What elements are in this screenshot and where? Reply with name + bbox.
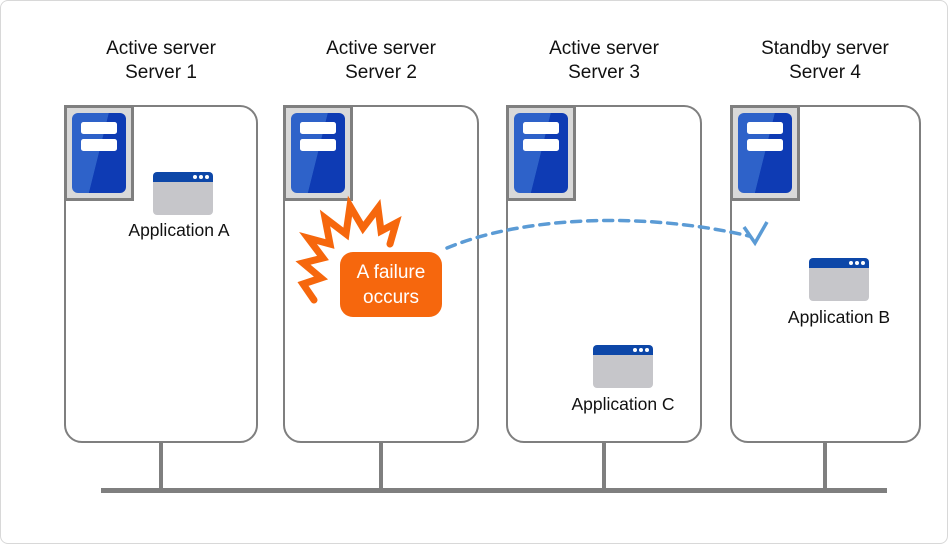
server3-network-connector: [602, 442, 606, 491]
window-dot-icon: [855, 261, 859, 265]
window-dot-icon: [205, 175, 209, 179]
server1-network-connector: [159, 442, 163, 491]
application-window-icon: [809, 258, 869, 301]
network-bus-line: [101, 488, 887, 493]
server1-role-label: Active server: [106, 38, 216, 59]
server3-role-label: Active server: [549, 38, 659, 59]
server4-tower-icon: [730, 105, 800, 201]
tower-slot-bar: [523, 139, 559, 151]
tower-slot-bar: [523, 122, 559, 134]
server4-network-connector: [823, 442, 827, 491]
application-c-label: Application C: [571, 394, 675, 414]
application-b-label: Application B: [787, 307, 891, 327]
server4-role-label: Standby server: [761, 38, 889, 59]
server1-tower-icon: [64, 105, 134, 201]
server-tower-icon: [738, 113, 792, 193]
app-window-titlebar: [593, 345, 653, 355]
failure-callout-line2: occurs: [363, 286, 419, 308]
server2-title: Active server Server 2: [281, 37, 481, 85]
app-window-body: [153, 182, 213, 215]
server-tower-icon: [514, 113, 568, 193]
server3-tower-icon: [506, 105, 576, 201]
window-dot-icon: [861, 261, 865, 265]
application-window-icon: [153, 172, 213, 215]
server1-title: Active server Server 1: [61, 37, 261, 85]
window-dot-icon: [639, 348, 643, 352]
application-window-icon: [593, 345, 653, 388]
tower-slot-bar: [81, 139, 117, 151]
tower-slot-bar: [300, 122, 336, 134]
window-dot-icon: [193, 175, 197, 179]
server3-name-label: Server 3: [568, 62, 640, 83]
application-a-label: Application A: [128, 220, 230, 240]
window-dot-icon: [199, 175, 203, 179]
server4-title: Standby server Server 4: [725, 37, 925, 85]
app-window-titlebar: [153, 172, 213, 182]
server4-name-label: Server 4: [789, 62, 861, 83]
server-tower-icon: [291, 113, 345, 193]
server2-tower-icon: [283, 105, 353, 201]
server2-name-label: Server 2: [345, 62, 417, 83]
window-dot-icon: [849, 261, 853, 265]
failure-callout: A failure occurs: [340, 252, 442, 317]
tower-slot-bar: [747, 139, 783, 151]
tower-slot-bar: [81, 122, 117, 134]
server3-title: Active server Server 3: [504, 37, 704, 85]
app-window-titlebar: [809, 258, 869, 268]
tower-slot-bar: [747, 122, 783, 134]
window-dot-icon: [645, 348, 649, 352]
server2-role-label: Active server: [326, 38, 436, 59]
server-tower-icon: [72, 113, 126, 193]
tower-slot-bar: [300, 139, 336, 151]
failure-callout-line1: A failure: [356, 261, 426, 283]
server2-network-connector: [379, 442, 383, 491]
server1-name-label: Server 1: [125, 62, 197, 83]
app-window-body: [809, 268, 869, 301]
app-window-body: [593, 355, 653, 388]
window-dot-icon: [633, 348, 637, 352]
